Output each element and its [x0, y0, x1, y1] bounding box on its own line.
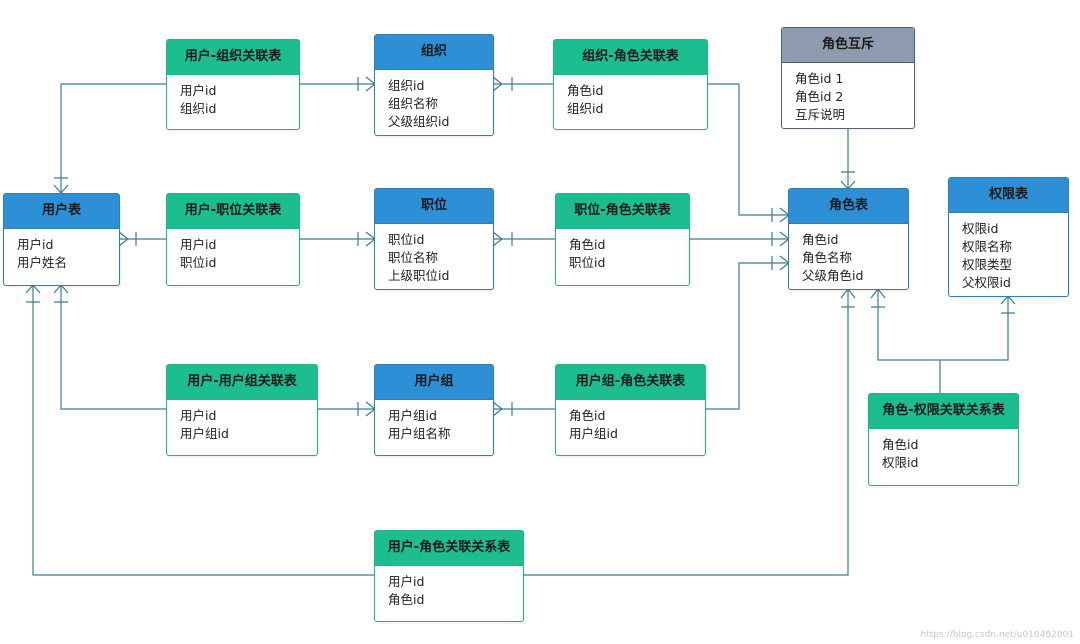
field: 用户组名称 [388, 426, 451, 441]
entity-permission[interactable]: 权限表 权限id 权限名称 权限类型 父权限id [948, 177, 1069, 297]
entity-position[interactable]: 职位 职位id 职位名称 上级职位id [374, 188, 494, 290]
field: 职位id [569, 255, 606, 270]
crowfoot-pos-right [492, 231, 513, 247]
entity-user-group-title: 用户组 [375, 365, 493, 400]
field: 角色id [569, 237, 606, 252]
field: 权限id [882, 455, 919, 470]
field: 父级角色id [802, 268, 864, 283]
field: 用户姓名 [17, 255, 68, 270]
entity-user-group-link-title: 用户-用户组关联表 [167, 365, 317, 400]
field: 组织名称 [388, 96, 439, 111]
entity-user-org-title: 用户-组织关联表 [167, 40, 299, 75]
field: 父级组织id [388, 114, 450, 129]
field: 互斥说明 [795, 107, 846, 122]
field: 上级职位id [388, 268, 450, 283]
crowfoot-user-pos [118, 231, 137, 247]
crowfoot-group-right [492, 401, 513, 417]
field: 职位名称 [388, 250, 439, 265]
entity-user-org[interactable]: 用户-组织关联表 用户id 组织id [166, 39, 300, 130]
connector-user-to-user-role [32, 285, 375, 576]
entity-user-group-link[interactable]: 用户-用户组关联表 用户id 用户组id [166, 364, 318, 456]
field: 角色id 1 [795, 71, 844, 86]
entity-role-mutex-title: 角色互斥 [782, 28, 914, 63]
connector-org-role-to-role [707, 83, 789, 216]
entity-role-permission-title: 角色-权限关联关系表 [869, 394, 1018, 429]
entity-position-role-title: 职位-角色关联表 [556, 194, 689, 229]
field: 角色id [388, 592, 425, 607]
field: 用户id [180, 83, 217, 98]
field: 职位id [388, 232, 425, 247]
entity-role[interactable]: 角色表 角色id 角色名称 父级角色id [788, 188, 909, 290]
entity-user-role-title: 用户-角色关联关系表 [375, 531, 523, 566]
entity-org[interactable]: 组织 组织id 组织名称 父级组织id [374, 34, 494, 136]
watermark: https://blog.csdn.net/u010482001 [920, 630, 1074, 640]
connector-perm-to-role-perm [940, 296, 1009, 361]
entity-user-position-title: 用户-职位关联表 [167, 194, 299, 229]
field: 职位id [180, 255, 217, 270]
entity-user-group[interactable]: 用户组 用户组id 用户组名称 [374, 364, 494, 456]
field: 组织id [388, 78, 425, 93]
field: 用户组id [569, 426, 618, 441]
entity-org-title: 组织 [375, 35, 493, 70]
field: 角色id [802, 232, 839, 247]
field: 父权限id [962, 275, 1011, 290]
entity-user[interactable]: 用户表 用户id 用户姓名 [3, 193, 120, 286]
field: 角色id [569, 408, 606, 423]
field: 用户id [180, 408, 217, 423]
entity-user-title: 用户表 [4, 194, 119, 229]
connector-role-to-role-perm [877, 289, 941, 393]
field: 组织id [180, 101, 217, 116]
field: 权限id [962, 221, 999, 236]
field: 用户组id [388, 408, 437, 423]
connector-user-to-user-org [60, 83, 167, 193]
entity-group-role[interactable]: 用户组-角色关联表 角色id 用户组id [555, 364, 706, 456]
entity-org-role[interactable]: 组织-角色关联表 角色id 组织id [553, 39, 708, 130]
entity-role-title: 角色表 [789, 189, 908, 224]
entity-role-permission[interactable]: 角色-权限关联关系表 角色id 权限id [868, 393, 1019, 486]
connector-user-role-to-role [523, 289, 849, 576]
field: 角色id [567, 83, 604, 98]
entity-user-position[interactable]: 用户-职位关联表 用户id 职位id [166, 193, 300, 286]
entity-role-mutex[interactable]: 角色互斥 角色id 1 角色id 2 互斥说明 [781, 27, 915, 129]
entity-user-role[interactable]: 用户-角色关联关系表 用户id 角色id [374, 530, 524, 622]
field: 用户id [17, 237, 54, 252]
field: 用户id [180, 237, 217, 252]
connector-user-to-user-group [60, 285, 167, 410]
connector-group-role-to-role [705, 262, 789, 410]
field: 角色id [882, 437, 919, 452]
entity-position-role[interactable]: 职位-角色关联表 角色id 职位id [555, 193, 690, 286]
field: 用户组id [180, 426, 229, 441]
field: 用户id [388, 574, 425, 589]
field: 权限名称 [962, 239, 1013, 254]
entity-org-role-title: 组织-角色关联表 [554, 40, 707, 75]
crowfoot-org-right [492, 76, 513, 92]
entity-permission-title: 权限表 [949, 178, 1068, 213]
entity-group-role-title: 用户组-角色关联表 [556, 365, 705, 400]
field: 角色名称 [802, 250, 853, 265]
field: 角色id 2 [795, 89, 844, 104]
field: 权限类型 [962, 257, 1013, 272]
field: 组织id [567, 101, 604, 116]
entity-position-title: 职位 [375, 189, 493, 224]
